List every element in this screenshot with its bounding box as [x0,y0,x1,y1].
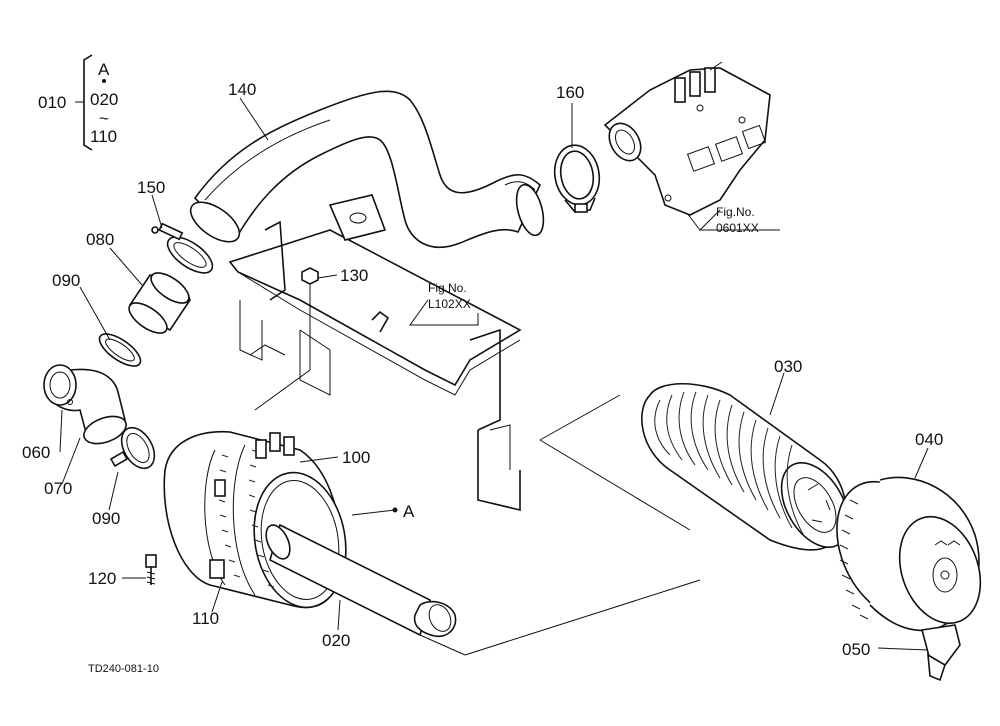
bolt-120 [145,554,157,585]
cover-040 [836,476,982,632]
label-150: 150 [137,178,165,197]
clamp-090-top [98,333,142,367]
fig-ref-engine-title: Fig.No. [716,205,755,219]
label-020-top: 020 [90,90,118,109]
label-070: 070 [44,479,72,498]
fig-ref-frame-title: Fig.No. [428,281,467,295]
label-090-top: 090 [52,271,80,290]
label-110: 110 [192,609,219,628]
label-A-top: A [98,60,110,79]
hose-140 [189,90,545,249]
label-140: 140 [228,80,256,99]
outlet-tube-020 [265,523,457,638]
label-tilde: ~ [99,109,109,128]
mounting-frame [228,194,522,512]
label-010: 010 [38,93,66,112]
label-A-right: A [403,502,415,521]
fig-ref-frame-number: L102XX [428,297,471,311]
label-080: 080 [86,230,114,249]
label-130: 130 [340,266,368,285]
clamp-150 [151,222,214,274]
engine-manifold [603,61,771,216]
part-labels: 010 A 020 ~ 110 140 160 150 080 090 130 … [22,60,943,675]
clamp-090-bottom [109,426,156,470]
label-030: 030 [774,357,802,376]
drawing-code: TD240-081-10 [88,663,159,675]
filter-element-030 [641,382,850,551]
label-160: 160 [556,83,584,102]
valve-050 [920,624,961,682]
label-050: 050 [842,640,870,659]
label-100: 100 [342,448,370,467]
clamp-160 [553,144,601,213]
elbow-060 [43,364,127,445]
hose-adapter-080 [128,272,191,334]
fig-ref-engine-number: 0601XX [716,221,759,235]
label-060: 060 [22,443,50,462]
assembly-bracket-010 [75,54,106,151]
leader-lines [59,97,929,651]
label-040: 040 [915,430,943,449]
label-020: 020 [322,631,350,650]
label-120: 120 [88,569,116,588]
label-090-bottom: 090 [92,509,120,528]
bolt-130 [301,267,319,300]
label-110-top: 110 [90,127,117,146]
